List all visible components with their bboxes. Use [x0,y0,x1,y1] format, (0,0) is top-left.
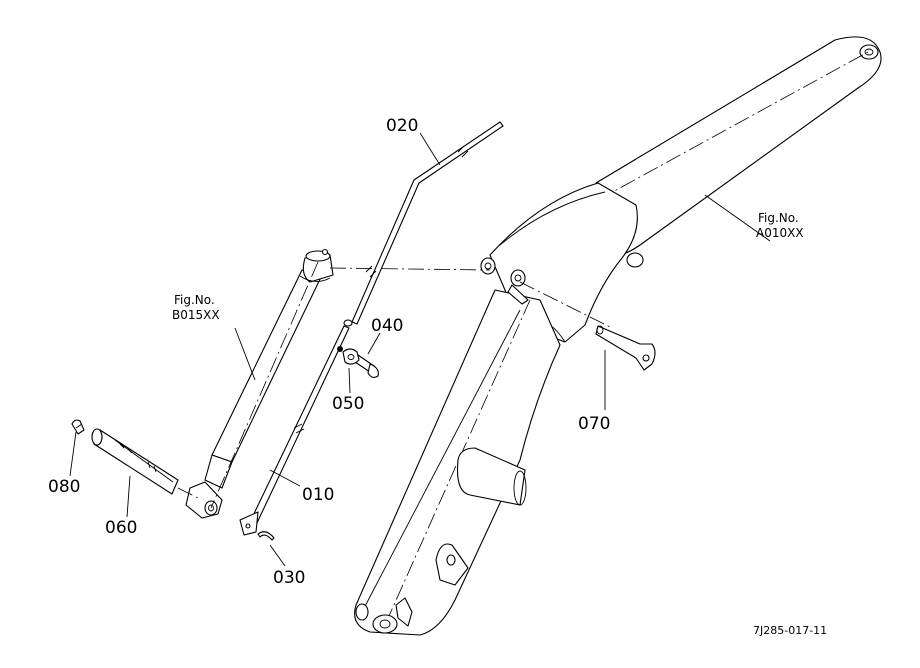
label-070: 070 [578,414,610,434]
ref-cylinder-line2: B015XX [172,308,220,322]
part-040-bolt [354,354,379,379]
part-030-clip [257,531,275,541]
label-020: 020 [386,116,418,136]
boom-arm [354,36,882,636]
ref-boom-line2: A010XX [756,226,804,240]
part-020-rod [343,121,504,327]
label-060: 060 [105,518,137,538]
boom-cylinder [185,248,334,519]
ref-boom-line1: Fig.No. [758,211,799,225]
part-080-fitting [71,419,85,435]
center-lines [177,267,613,499]
drawing-code: 7J285-017-11 [753,624,827,637]
part-050-nut [337,346,360,365]
label-030: 030 [273,568,305,588]
part-010-rod [239,325,350,536]
ref-cylinder-line1: Fig.No. [174,293,215,307]
label-040: 040 [371,316,403,336]
part-070-pin [595,325,656,371]
leader-lines [69,132,771,567]
part-060-pin [91,428,179,495]
label-050: 050 [332,394,364,414]
part-labels: 020 010 030 040 050 060 070 080 [48,116,610,588]
reference-labels: Fig.No. B015XX Fig.No. A010XX [172,211,804,322]
label-010: 010 [302,485,334,505]
label-080: 080 [48,477,80,497]
